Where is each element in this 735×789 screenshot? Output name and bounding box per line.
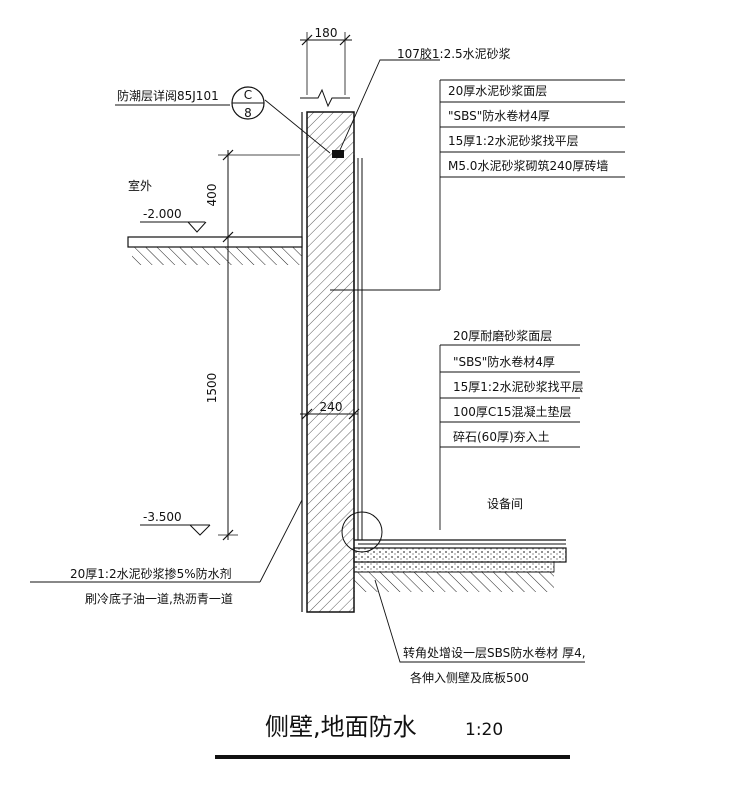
elevation-bottom: -3.500 [143, 510, 182, 524]
corner-note-2: 各伸入侧壁及底板500 [410, 670, 529, 685]
floor-layer-4: 100厚C15混凝土垫层 [453, 404, 572, 419]
top-dimension [300, 32, 352, 95]
dim-height-upper: 400 [205, 184, 219, 207]
mid-dimension [300, 408, 360, 420]
drawing-title: 侧壁,地面防水 [265, 713, 417, 741]
floor-layer-5: 碎石(60厚)夯入土 [453, 429, 550, 444]
outdoor-ground [127, 236, 303, 265]
outer-wall-note-2: 刷冷底子油一道,热沥青一道 [85, 591, 233, 606]
corner-note-1: 转角处增设一层SBS防水卷材 厚4, [403, 645, 586, 660]
wall-layer-3: 15厚1:2水泥砂浆找平层 [448, 133, 579, 148]
floor-layer-2: "SBS"防水卷材4厚 [453, 354, 555, 369]
elevation-marker-outdoor [140, 221, 207, 233]
label-cap-mortar: 107胶1:2.5水泥砂浆 [397, 46, 511, 61]
floor-slab [353, 539, 567, 592]
cap-block [332, 150, 344, 158]
label-outdoor: 室外 [128, 178, 152, 193]
leader-lines [30, 59, 625, 663]
brick-wall [301, 111, 363, 613]
wall-layer-2: "SBS"防水卷材4厚 [448, 108, 550, 123]
label-equipment-room: 设备间 [487, 497, 523, 511]
detail-reference-marker [231, 86, 265, 120]
corner-detail-circle [341, 511, 383, 553]
outer-wall-note-1: 20厚1:2水泥砂浆掺5%防水剂 [70, 566, 232, 581]
dim-height-lower: 1500 [205, 373, 219, 404]
wall-layer-1: 20厚水泥砂浆面层 [448, 83, 547, 98]
elevation-outdoor: -2.000 [143, 207, 182, 221]
dim-wall-thickness-top: 180 [315, 26, 338, 40]
elevation-marker-bottom [140, 524, 211, 536]
drawing-scale: 1:20 [465, 720, 503, 740]
detail-ref-bottom: 8 [244, 106, 252, 120]
wall-layer-4: M5.0水泥砂浆砌筑240厚砖墙 [448, 158, 608, 173]
floor-layer-1: 20厚耐磨砂浆面层 [453, 328, 552, 343]
dim-wall-thickness-mid: 240 [320, 400, 343, 414]
floor-layer-3: 15厚1:2水泥砂浆找平层 [453, 379, 584, 394]
label-moisture-detail: 防潮层详阅85J101 [117, 88, 219, 103]
wall-break-line [300, 88, 350, 108]
detail-ref-top: C [244, 88, 252, 102]
vertical-dimension [218, 149, 300, 541]
